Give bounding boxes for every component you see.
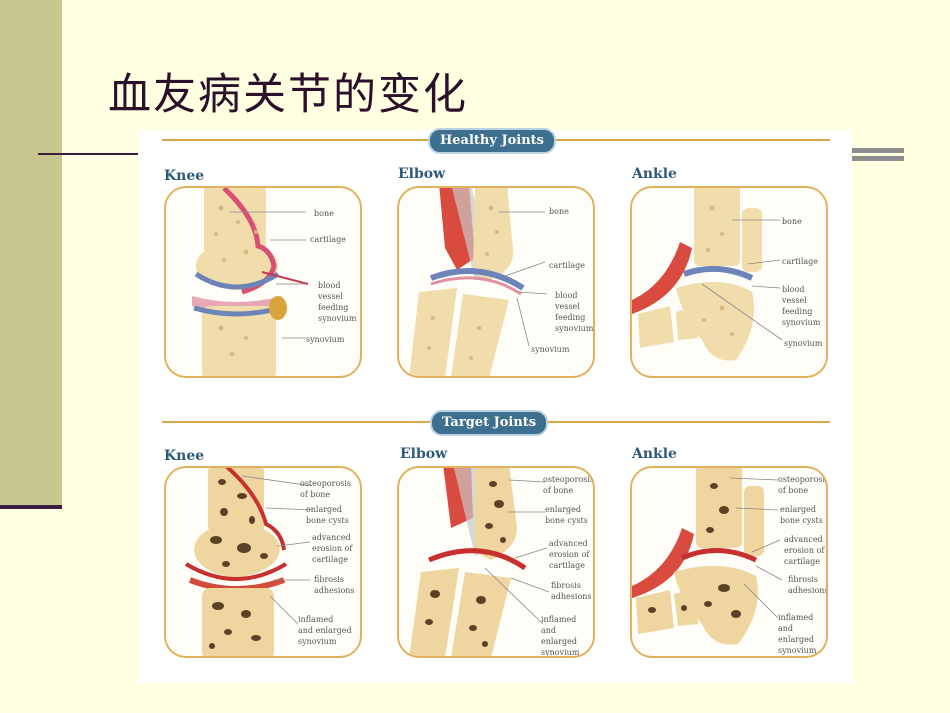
annotation-bone: bone [549,207,569,216]
annotation-erosion: advanced erosion of cartilage [312,533,353,564]
healthy-elbow-label: Elbow [398,166,446,182]
target-ankle-label: Ankle [632,446,677,462]
annotation-cartilage: cartilage [310,235,347,244]
target-elbow-label: Elbow [400,446,448,462]
annotation-bone: bone [314,209,334,218]
healthy-ankle-illustration [632,188,783,361]
left-decor-band [0,0,62,508]
annotation-bone-cysts: enlarged bone cysts [306,505,349,525]
healthy-knee-panel: bone cartilage blood vessel feeding syno… [164,186,362,378]
healthy-knee-label: Knee [164,168,205,184]
healthy-ankle-label: Ankle [632,166,677,182]
annotation-synovium: synovium [306,335,345,344]
healthy-elbow-panel: bone cartilage blood vessel feeding syno… [397,186,595,378]
left-decor-line [0,505,62,509]
annotation-osteoporosis: osteoporosis of bone [300,479,352,499]
healthy-ankle-panel: bone cartilage blood vessel feeding syno… [630,186,828,378]
slide-title: 血友病关节的变化 [108,70,468,120]
annotation-synovium: inflamed and enlarged synovium [298,615,352,646]
annotation-erosion: advanced erosion of cartilage [784,535,825,566]
target-knee-panel: osteoporosis of bone enlarged bone cysts… [164,466,362,658]
annotation-bone: bone [782,217,802,226]
target-elbow-illustration [409,468,550,656]
healthy-joints-badge: Healthy Joints [428,128,556,154]
annotation-synovium: inflamed and enlarged synovium [778,613,817,655]
joint-comparison-figure: Healthy Joints Knee Elbow Ankle bone [138,128,852,683]
target-joints-badge: Target Joints [430,410,549,436]
target-knee-illustration [184,468,313,656]
annotation-osteoporosis: osteoporosis of bone [778,475,828,495]
annotation-osteoporosis: osteoporosis of bone [543,475,595,495]
annotation-blood-vessel: blood vessel feeding synovium [782,285,821,327]
annotation-bone-cysts: enlarged bone cysts [545,505,588,525]
annotation-fibrosis: fibrosis adhesions [314,575,355,595]
annotation-synovium: inflamed and enlarged synovium [541,615,580,657]
target-ankle-illustration [632,468,783,645]
annotation-cartilage: cartilage [782,257,819,266]
annotation-fibrosis: fibrosis adhesions [551,581,592,601]
annotation-blood-vessel: blood vessel feeding synovium [555,291,594,333]
annotation-bone-cysts: enlarged bone cysts [780,505,823,525]
annotation-fibrosis: fibrosis adhesions [788,575,828,595]
healthy-elbow-illustration [409,188,548,376]
target-elbow-panel: osteoporosis of bone enlarged bone cysts… [397,466,595,658]
target-knee-label: Knee [164,448,205,464]
healthy-knee-illustration [192,188,309,376]
annotation-erosion: advanced erosion of cartilage [549,539,590,570]
title-rule [38,153,143,155]
annotation-cartilage: cartilage [549,261,586,270]
target-ankle-panel: osteoporosis of bone enlarged bone cysts… [630,466,828,658]
right-decor-bars [852,148,904,166]
annotation-blood-vessel: blood vessel feeding synovium [318,281,357,323]
annotation-synovium: synovium [531,345,570,354]
annotation-synovium: synovium [784,339,823,348]
